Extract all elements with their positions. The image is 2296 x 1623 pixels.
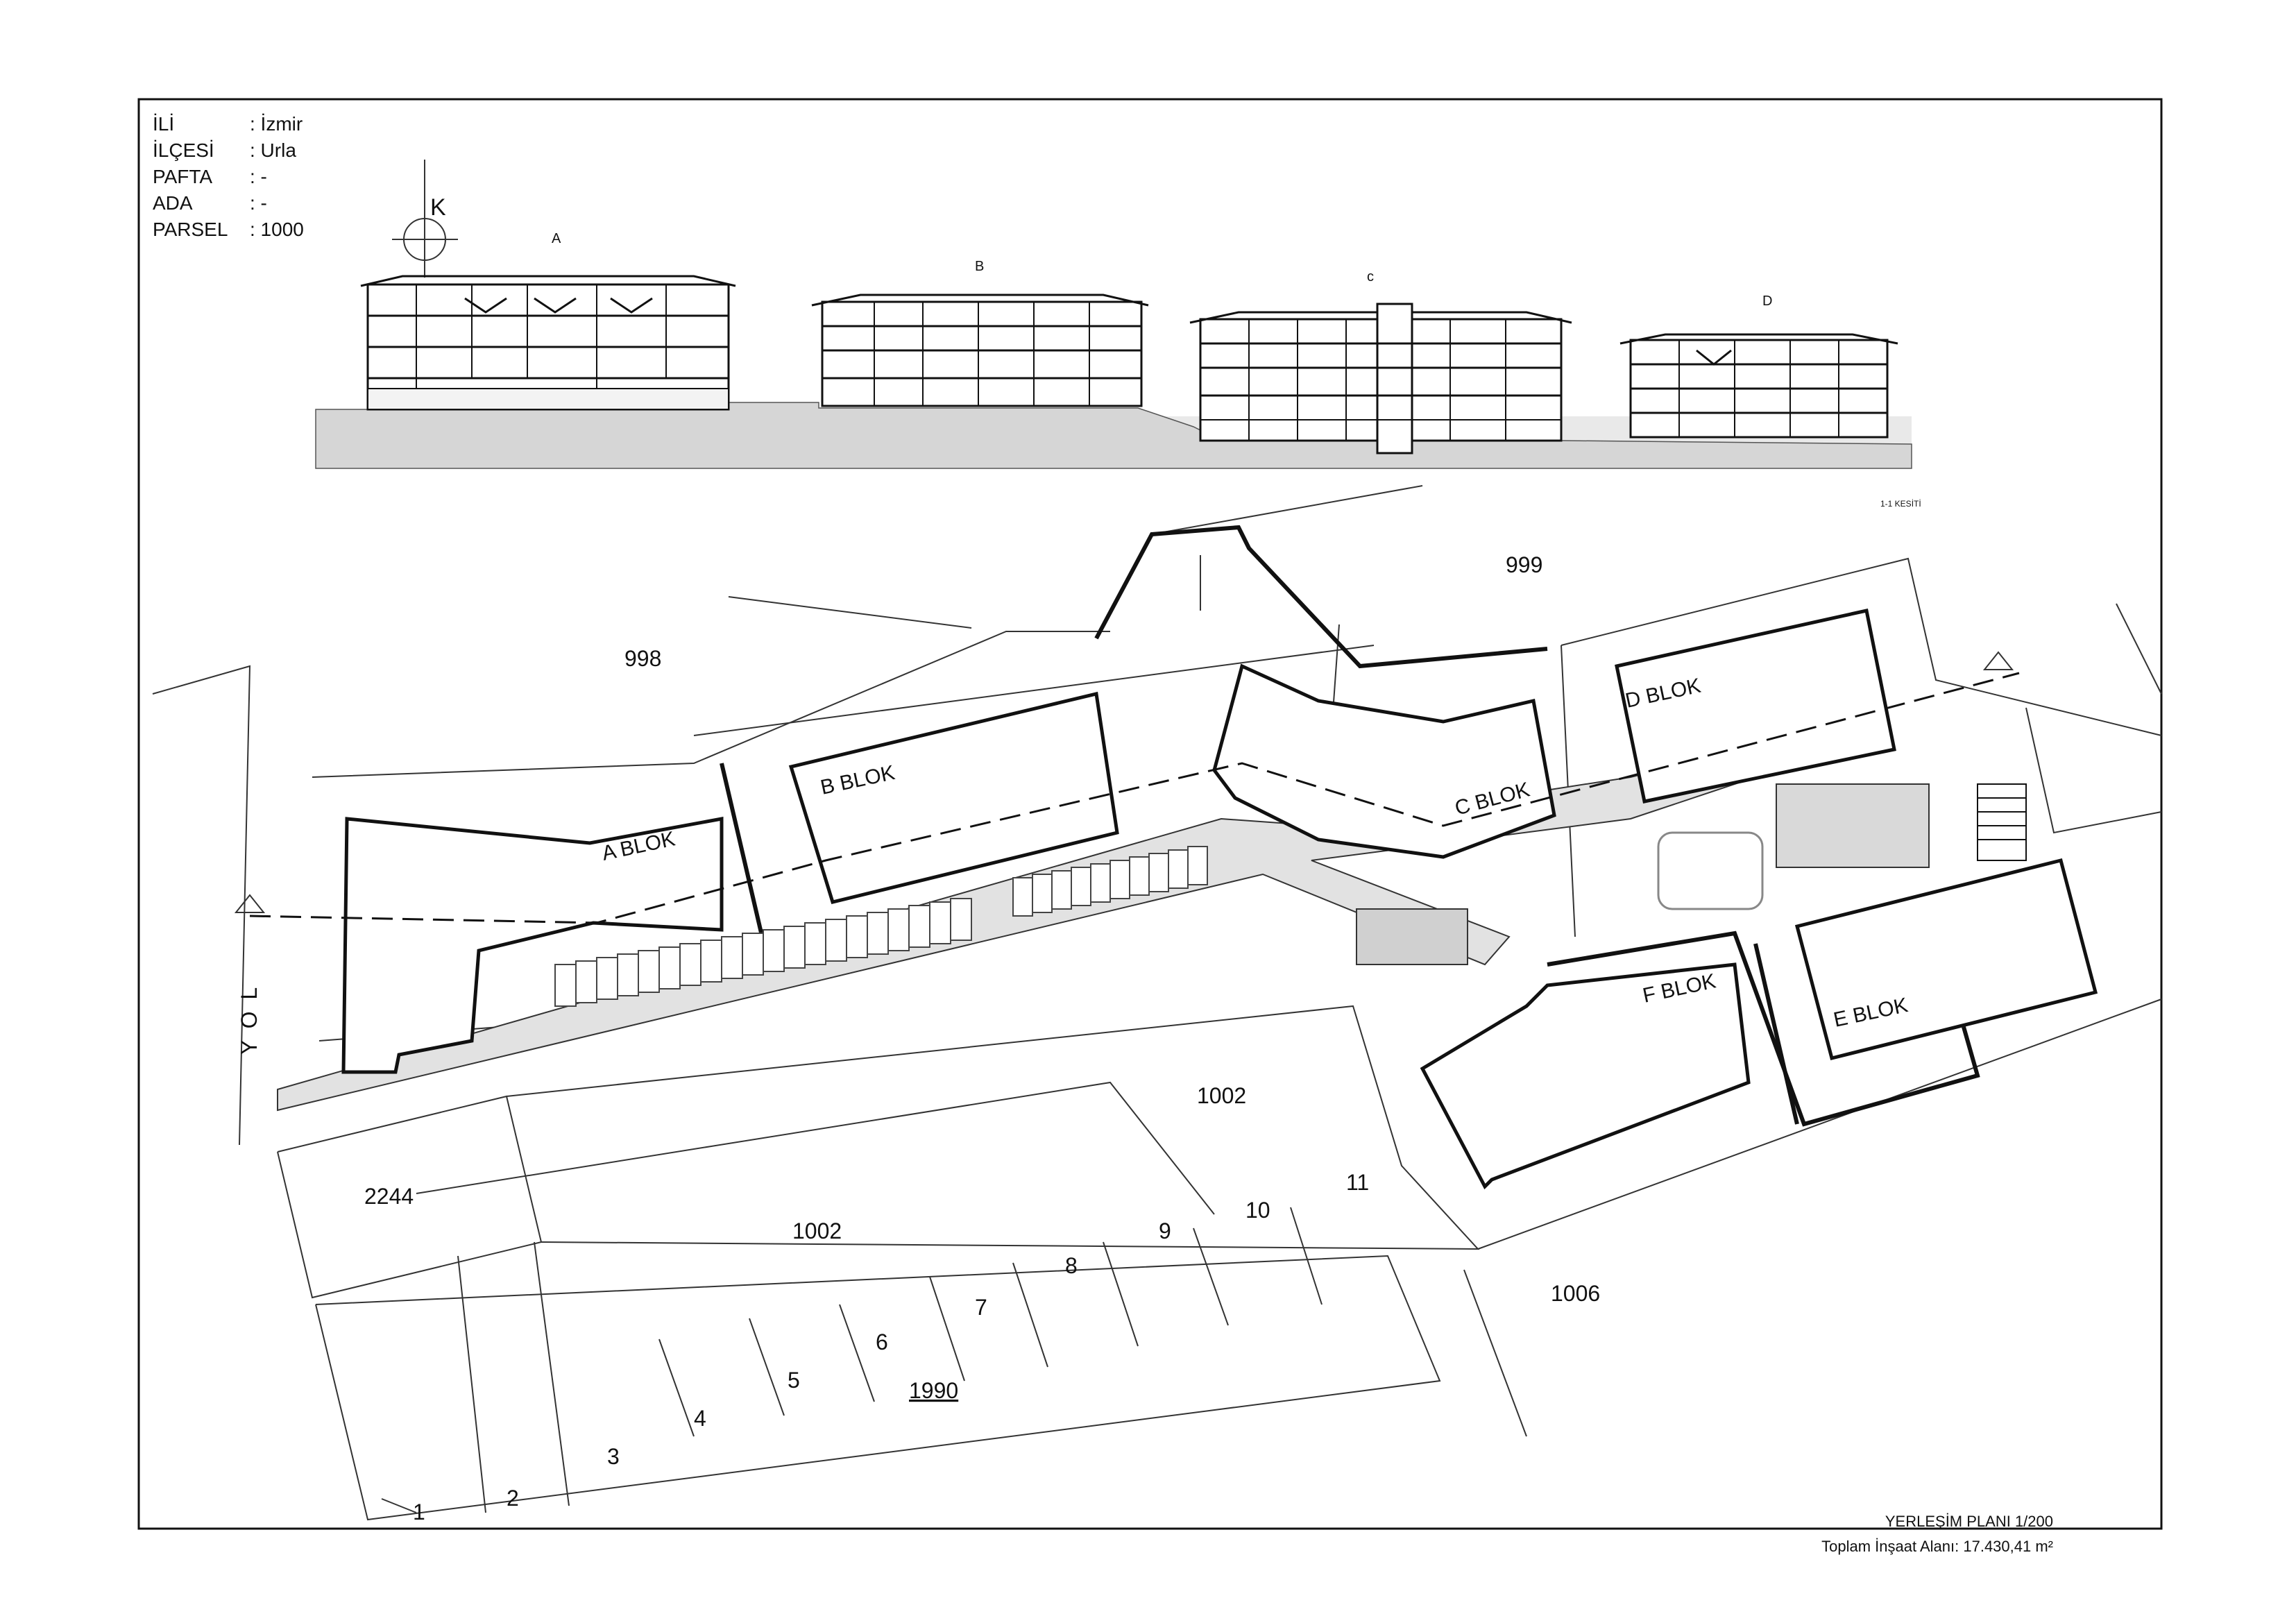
- lot-5: 5: [788, 1368, 800, 1393]
- parcel-1990: 1990: [909, 1378, 958, 1403]
- info-parsel-label: PARSEL: [153, 219, 228, 240]
- block-f-outline: [1420, 962, 1751, 1190]
- lot-8: 8: [1065, 1253, 1078, 1278]
- lot-7: 7: [975, 1295, 987, 1320]
- info-pafta-label: PAFTA: [153, 166, 213, 187]
- section-label-b: B: [975, 259, 984, 274]
- parking-row-1: [554, 898, 972, 1007]
- section-label-a: A: [552, 231, 561, 246]
- parcel-1002-b: 1002: [792, 1218, 842, 1243]
- section-block-c: [1189, 303, 1572, 454]
- parcel-999: 999: [1506, 552, 1542, 577]
- lot-2: 2: [507, 1486, 519, 1511]
- block-e-outline: [1794, 858, 2098, 1061]
- lot-6: 6: [876, 1329, 888, 1354]
- parcel-lines: [152, 485, 2162, 1521]
- stairs-icon: [1977, 783, 2027, 861]
- info-il-value: : İzmir: [250, 113, 303, 135]
- section-title: 1-1 KESİTİ: [1880, 499, 1921, 509]
- title-block: YERLEŞİM PLANI 1/200 Toplam İnşaat Alanı…: [1821, 1509, 2053, 1559]
- total-area: Toplam İnşaat Alanı: 17.430,41 m²: [1821, 1538, 2053, 1555]
- lot-10: 10: [1245, 1198, 1270, 1223]
- info-ilce-label: İLÇESİ: [153, 139, 214, 161]
- info-pafta-value: : -: [250, 166, 267, 187]
- site-boundary: [1094, 525, 1548, 669]
- parking-row-2: [1012, 846, 1208, 917]
- lot-4: 4: [694, 1406, 706, 1431]
- plan-title: YERLEŞİM PLANI 1/200: [1885, 1513, 2053, 1530]
- block-d-outline: [1615, 609, 1896, 804]
- info-ada-value: : -: [250, 192, 267, 214]
- section-block-d: [1619, 333, 1898, 439]
- green-area: [1356, 908, 1468, 965]
- section-label-c: c: [1367, 269, 1374, 284]
- info-parsel-value: : 1000: [250, 219, 304, 240]
- section-block-b: [811, 294, 1149, 407]
- parcel-2244: 2244: [364, 1184, 414, 1209]
- info-ada-label: ADA: [153, 192, 193, 214]
- section-block-a: [360, 275, 736, 411]
- site-plan: A BLOK B BLOK C BLOK D BLOK E BLOK F BLO…: [152, 485, 2162, 1524]
- pool-area: [1776, 783, 1930, 868]
- lot-3: 3: [607, 1444, 620, 1469]
- parcel-998: 998: [624, 646, 661, 671]
- section-drawing: A B c: [315, 231, 1921, 509]
- info-il-label: İLİ: [153, 113, 175, 135]
- section-arrow-icon: [234, 894, 266, 913]
- north-arrow-icon: K: [392, 160, 458, 278]
- road-label: Y O L: [237, 985, 262, 1055]
- parcel-1006: 1006: [1551, 1281, 1600, 1306]
- lot-1: 1: [413, 1499, 425, 1524]
- section-label-d: D: [1762, 294, 1772, 309]
- sheet-border: [137, 98, 2163, 1530]
- lot-11: 11: [1346, 1170, 1369, 1195]
- project-info: İLİ: İzmir İLÇESİ: Urla PAFTA: - ADA: - …: [153, 111, 304, 243]
- block-b-outline: [788, 691, 1119, 904]
- lot-9: 9: [1159, 1218, 1171, 1243]
- parcel-1002-a: 1002: [1197, 1083, 1246, 1108]
- north-arrow-label: K: [430, 194, 446, 221]
- block-c-outline: [1212, 663, 1556, 859]
- info-ilce-value: : Urla: [250, 139, 296, 161]
- section-cut-line: [249, 672, 2020, 924]
- block-a-outline: [341, 816, 724, 1074]
